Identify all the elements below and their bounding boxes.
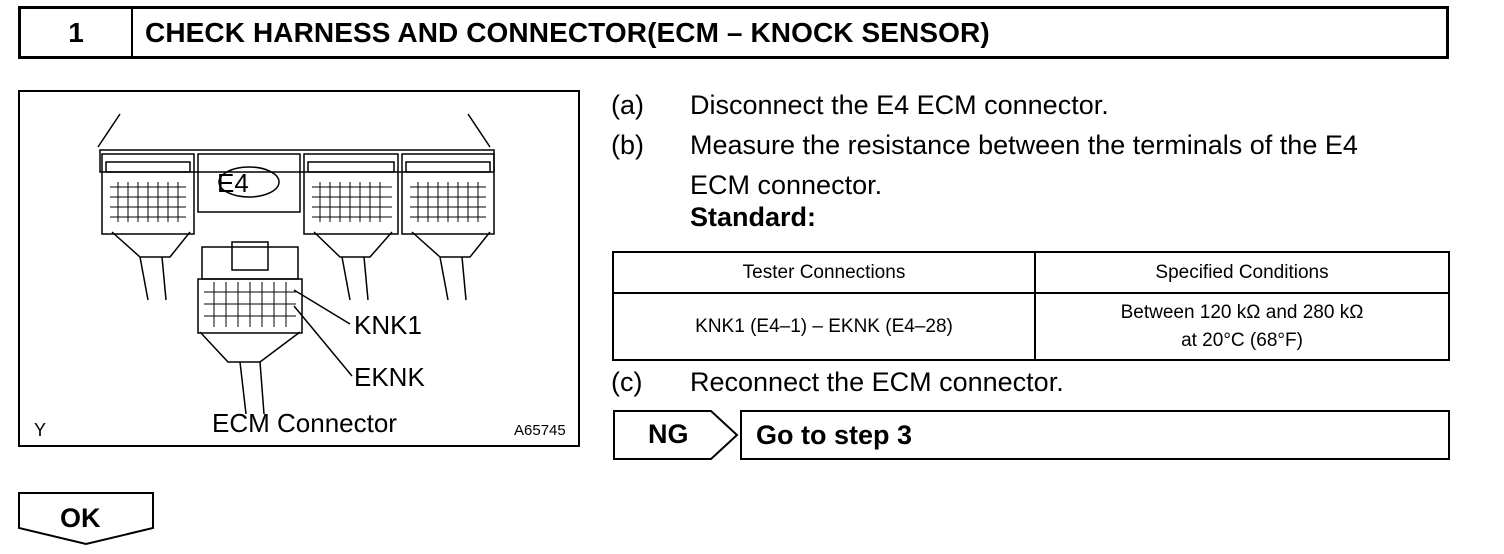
step-b-letter: (b) <box>611 130 644 160</box>
figure-corner-left: Y <box>34 420 47 440</box>
step-a: (a) Disconnect the E4 ECM connector. <box>611 85 1471 125</box>
step-c-text: Reconnect the ECM connector. <box>690 367 1064 397</box>
label-knk1: KNK1 <box>354 310 422 340</box>
step-c-letter: (c) <box>611 367 643 397</box>
connector-diagram: E4 KNK1 EKNK ECM Connector Y A65745 <box>18 90 580 447</box>
condition-line-2: at 20°C (68°F) <box>1181 329 1303 351</box>
tester-connection-cell: KNK1 (E4–1) – EKNK (E4–28) <box>612 292 1036 361</box>
step-a-text: Disconnect the E4 ECM connector. <box>690 90 1109 120</box>
figure-caption: ECM Connector <box>212 408 397 438</box>
label-eknk: EKNK <box>354 362 425 392</box>
table-header-connections: Tester Connections <box>612 251 1036 294</box>
table-header-row: Tester Connections Specified Conditions <box>612 251 1450 294</box>
step-b: (b) Measure the resistance between the t… <box>611 125 1471 165</box>
table-header-conditions: Specified Conditions <box>1034 251 1450 294</box>
table-row: KNK1 (E4–1) – EKNK (E4–28) Between 120 k… <box>612 292 1450 361</box>
ok-label: OK <box>60 503 101 533</box>
ng-action-text: Go to step 3 <box>756 419 913 450</box>
ok-arrow-icon <box>18 492 154 546</box>
procedure-steps: (a) Disconnect the E4 ECM connector. (b)… <box>611 85 1471 205</box>
figure-id: A65745 <box>514 422 566 439</box>
step-b-cont: ECM connector. <box>611 165 1471 205</box>
ecm-connector-illustration <box>97 113 495 415</box>
connector-tag-e4: E4 <box>217 168 249 198</box>
standard-label: Standard: <box>690 202 817 232</box>
ng-arrow-icon <box>613 410 739 460</box>
ng-action-box: Go to step 3 <box>740 410 1450 460</box>
step-b-text-line2: ECM connector. <box>690 170 883 200</box>
ng-label: NG <box>648 419 689 449</box>
step-header: 1 CHECK HARNESS AND CONNECTOR(ECM – KNOC… <box>18 6 1449 59</box>
step-title: CHECK HARNESS AND CONNECTOR(ECM – KNOCK … <box>145 16 990 48</box>
condition-line-1: Between 120 kΩ and 280 kΩ <box>1120 301 1364 323</box>
specified-condition-cell: Between 120 kΩ and 280 kΩ at 20°C (68°F) <box>1034 292 1450 361</box>
step-b-text-line1: Measure the resistance between the termi… <box>690 130 1358 160</box>
specification-table: Tester Connections Specified Conditions … <box>612 251 1450 361</box>
step-a-letter: (a) <box>611 90 644 120</box>
step-number: 1 <box>21 9 133 56</box>
